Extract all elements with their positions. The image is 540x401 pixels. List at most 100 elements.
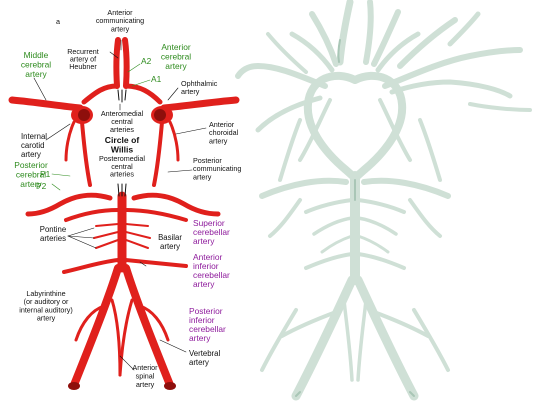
sketch-pontine-l3 bbox=[320, 234, 354, 254]
vertebral-right bbox=[122, 264, 174, 389]
label-line: Middle bbox=[24, 50, 49, 60]
sketch-top-branch-6 bbox=[375, 31, 421, 73]
anterior-cerebral-arch-left bbox=[81, 83, 120, 105]
sketch-middle-cerebral-right bbox=[382, 47, 523, 89]
posterior-cerebral-right bbox=[131, 192, 221, 217]
anterior-cerebral-left bbox=[113, 37, 121, 89]
label-line: Anterior bbox=[209, 120, 235, 129]
label-line: communicating bbox=[96, 16, 144, 25]
sketch-inner-3 bbox=[278, 118, 302, 182]
label-line: artery of bbox=[70, 55, 96, 64]
label-line: artery bbox=[193, 279, 215, 289]
sketch-accent-1 bbox=[337, 39, 341, 63]
label-line: cerebellar bbox=[193, 227, 230, 237]
sketch-top-branch-5 bbox=[289, 31, 335, 73]
label-line: cerebral bbox=[16, 169, 46, 179]
anteromedial-central-3 bbox=[124, 89, 127, 101]
posterior-cerebral-left bbox=[25, 192, 113, 217]
label-line: arteries bbox=[40, 234, 66, 243]
sketch-branch-right-b bbox=[447, 11, 481, 47]
label-line: Posterior bbox=[14, 160, 48, 170]
carotid-openings bbox=[68, 106, 176, 390]
middle-cerebral-left bbox=[8, 96, 84, 112]
label-line: Anterior bbox=[193, 252, 223, 262]
sketch-top-branch-3 bbox=[309, 11, 339, 67]
posterior-communicating-left bbox=[80, 120, 92, 187]
sketch-pontine-r3 bbox=[356, 234, 390, 254]
label-line: artery bbox=[209, 136, 228, 145]
label-a1: A1 bbox=[151, 74, 162, 84]
pontine-right-1 bbox=[125, 223, 149, 227]
label-line: Recurrent bbox=[67, 47, 99, 56]
anterior-inferior-cerebellar-right bbox=[124, 258, 188, 268]
label-line: Vertebral bbox=[189, 349, 220, 358]
sketch-pontine-r1 bbox=[356, 198, 406, 214]
label-line: Posterior bbox=[193, 156, 222, 165]
label-line: artery bbox=[165, 61, 187, 71]
label-line: artery bbox=[111, 24, 130, 33]
sketch-branch-left-b bbox=[266, 32, 308, 74]
pontine-left-1 bbox=[95, 223, 119, 227]
label-line: artery bbox=[189, 358, 209, 367]
vessel-sketch bbox=[235, 0, 532, 401]
label-line: internal auditory) bbox=[19, 305, 73, 314]
anterior-cerebral-arch-right bbox=[123, 83, 163, 105]
label-line: cerebellar bbox=[189, 324, 226, 334]
label-line: artery bbox=[193, 236, 215, 246]
label-a2: A2 bbox=[141, 56, 152, 66]
label-line: communicating bbox=[193, 164, 241, 173]
label-line: Posteromedial bbox=[99, 154, 145, 163]
artery-vessels bbox=[8, 37, 240, 389]
label-line: artery bbox=[25, 69, 47, 79]
sketch-branch-right-d bbox=[468, 102, 532, 112]
superior-cerebellar-right bbox=[124, 208, 188, 222]
central-arteries bbox=[117, 89, 127, 197]
sketch-accent-4 bbox=[409, 391, 415, 397]
pontine-left-3 bbox=[95, 239, 119, 249]
superior-cerebellar-left bbox=[64, 208, 120, 222]
anterior-choroidal-right bbox=[168, 120, 180, 162]
sketch-inner-1 bbox=[298, 98, 332, 162]
posteromedial-central-3 bbox=[124, 183, 127, 197]
sketch-inner-2 bbox=[378, 98, 412, 162]
sketch-posterior-right-2 bbox=[408, 198, 442, 238]
posterior-communicating-right bbox=[152, 120, 164, 187]
label-line: Basilar bbox=[158, 233, 182, 242]
label-line: artery bbox=[181, 87, 200, 96]
sketch-top-branch-4 bbox=[371, 9, 401, 67]
anterior-spinal-branch bbox=[118, 298, 134, 377]
sketch-accent-3 bbox=[295, 391, 301, 397]
label-line: Anterior bbox=[107, 8, 133, 17]
sketch-branch-right-c bbox=[389, 79, 513, 99]
sketch-circle bbox=[303, 72, 407, 182]
label-line: artery bbox=[136, 380, 155, 389]
label-line: Superior bbox=[193, 218, 225, 228]
sketch-pontine-l2 bbox=[312, 216, 354, 236]
label-line: artery bbox=[189, 333, 211, 343]
sketch-middle-cerebral-left bbox=[235, 63, 328, 89]
sketch-aica-right bbox=[356, 252, 406, 270]
label-line: Pontine bbox=[40, 225, 66, 234]
label-line: arteries bbox=[110, 125, 134, 134]
sketch-posterior-right bbox=[361, 177, 451, 199]
anteromedial-central-1 bbox=[117, 89, 120, 101]
sketch-pontine-l1 bbox=[304, 198, 354, 214]
pontine-left-2 bbox=[93, 231, 119, 239]
label-line: spinal bbox=[136, 372, 155, 381]
posterior-inferior-cerebellar-left bbox=[74, 304, 106, 342]
label-top-fragment: a bbox=[56, 17, 60, 26]
label-line: (or auditory or bbox=[24, 297, 69, 306]
sketch-vertebral-left bbox=[291, 275, 357, 401]
